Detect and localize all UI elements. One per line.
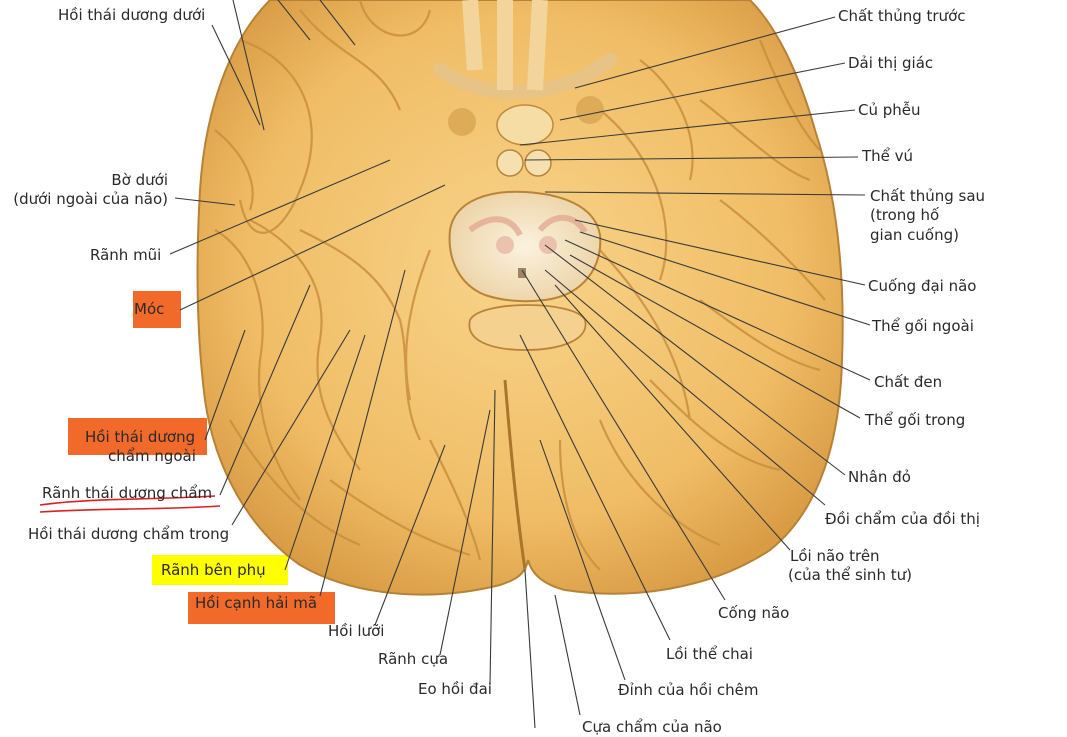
label-the-goi-trong: Thể gối trong: [865, 411, 966, 429]
label-the-goi-ngoai: Thể gối ngoài: [872, 317, 974, 335]
label-bo-duoi-2: (dưới ngoài của não): [13, 190, 168, 208]
label-hoi-thai-duong-cham-ngoai-1: Hồi thái dương: [85, 428, 196, 446]
label-hoi-thai-duong-cham-ngoai-2: chẩm ngoài: [108, 447, 196, 465]
midbrain-section: [448, 190, 602, 303]
ranh-ben-phu-highlight: [152, 555, 288, 585]
mammillary-body-right: [524, 149, 552, 177]
label-hoi-luoi: Hồi lưỡi: [328, 622, 385, 640]
red-underline: [39, 495, 221, 513]
label-cong-nao: Cống não: [718, 604, 790, 622]
label-ranh-mui: Rãnh mũi: [90, 246, 162, 264]
anterior-perforated-left: [448, 108, 476, 136]
label-bo-duoi-1: Bờ dưới: [111, 171, 168, 189]
moc-highlight: [133, 291, 181, 328]
label-moc: Móc: [134, 300, 165, 318]
label-loi-the-chai: Lồi thể chai: [666, 645, 753, 663]
label-doi-cham: Đồi chẩm của đồi thị: [825, 510, 980, 528]
label-ranh-ben-phu: Rãnh bên phụ: [161, 561, 266, 579]
hoi-thai-duong-highlight: [68, 418, 207, 455]
hoi-canh-hai-ma-highlight: [188, 592, 335, 624]
label-chat-den: Chất đen: [874, 373, 943, 391]
label-eo-hoi-dai: Eo hồi đai: [418, 680, 492, 698]
anterior-perforated-right: [576, 96, 604, 124]
label-chat-thung-sau-2: (trong hố: [870, 206, 940, 224]
leader-lines: [169, 0, 871, 728]
label-hoi-canh-hai-ma: Hồi cạnh hải mã: [195, 594, 318, 612]
label-loi-nao-tren-1: Lồi não trên: [790, 547, 880, 565]
label-loi-nao-tren-2: (của thể sinh tư): [788, 566, 912, 584]
label-chat-thung-truoc: Chất thủng trước: [838, 7, 966, 25]
label-hoi-thai-duong-cham-trong: Hồi thái dương chẩm trong: [28, 525, 230, 543]
label-nhan-do: Nhân đỏ: [848, 468, 911, 486]
splenium: [468, 304, 587, 351]
label-ranh-cua: Rãnh cựa: [378, 650, 449, 668]
label-hoi-thai-duong-duoi: Hồi thái dương dưới: [58, 6, 206, 24]
label-chat-thung-sau-3: gian cuống): [870, 226, 959, 244]
label-ranh-thai-duong-cham: Rãnh thái dương chẩm: [42, 484, 213, 502]
longitudinal-fissure: [503, 379, 527, 571]
label-chat-thung-sau-1: Chất thủng sau: [870, 187, 986, 205]
label-the-vu: Thể vú: [862, 147, 914, 165]
label-dinh-hoi-chem: Đỉnh của hồi chêm: [618, 681, 759, 699]
label-dai-thi-giac: Dải thị giác: [848, 54, 934, 72]
tuber-cinereum: [496, 104, 554, 146]
label-cuong-dai-nao: Cuống đại não: [868, 277, 977, 295]
mammillary-body-left: [496, 149, 524, 177]
label-cu-pheu: Củ phễu: [858, 101, 921, 119]
gyri-lines: [214, 0, 826, 571]
